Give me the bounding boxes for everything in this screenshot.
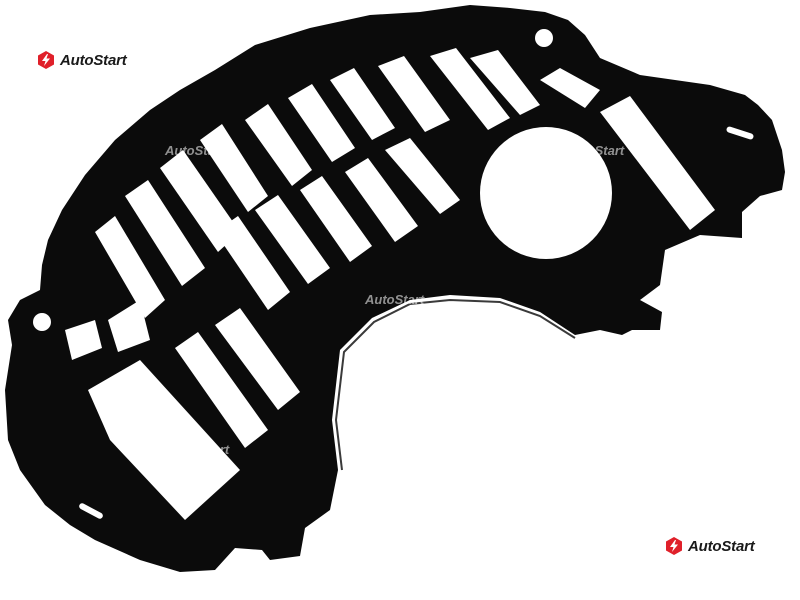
brand-name: AutoStart [60,51,127,69]
mounting-hole-left [33,313,51,331]
mounting-hole-top [535,29,553,47]
brand-name: AutoStart [688,537,755,555]
edge-highlight [334,298,576,471]
autostart-logo-icon [38,51,54,69]
bearing-hole [480,127,612,259]
cover-body [5,5,785,572]
rectifier-brush-holder-cover [5,5,785,572]
terminal-slot-right [726,126,754,140]
terminal-slot-left [79,503,103,519]
cover-vent-slots [65,48,715,520]
autostart-logo-icon [666,537,682,555]
brand-logo: AutoStart [36,50,127,70]
brand-logo: AutoStart [664,536,755,556]
